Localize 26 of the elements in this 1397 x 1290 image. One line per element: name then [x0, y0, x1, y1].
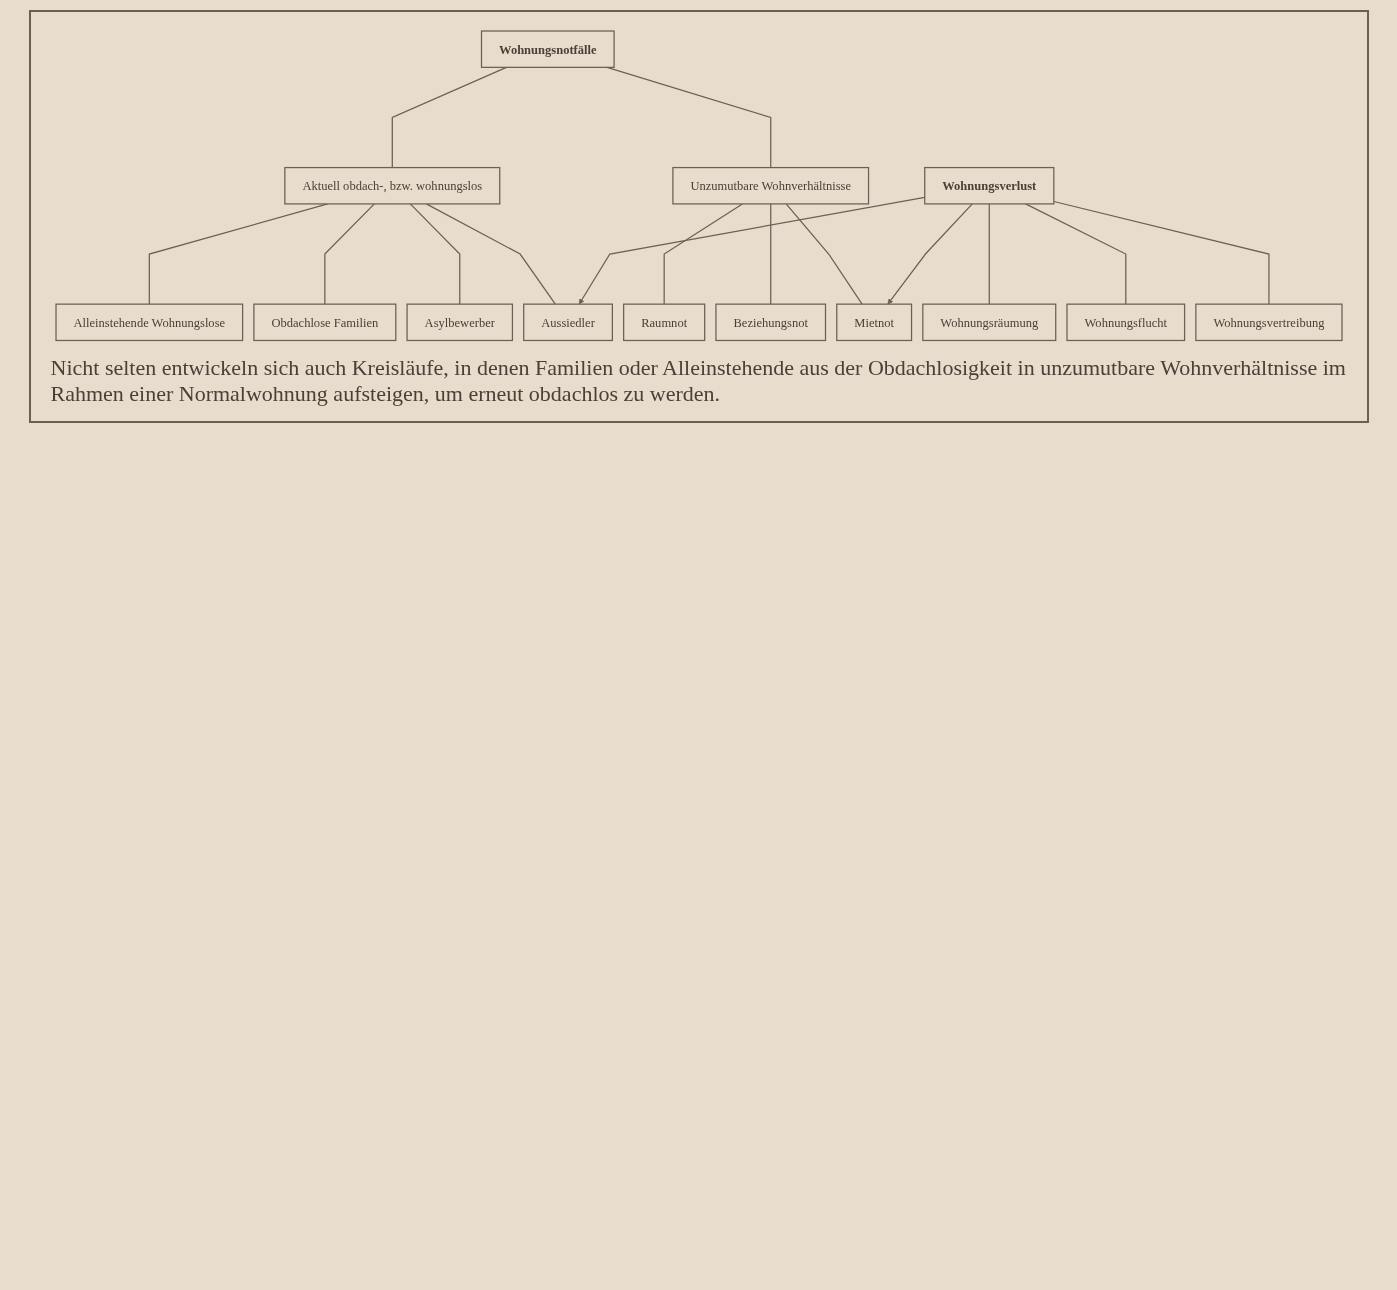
node-box: Wohnungsflucht — [1065, 303, 1185, 342]
connector — [323, 203, 375, 305]
node-box: Mietnot — [835, 303, 912, 342]
node-box: Aktuell obdach-, bzw. wohnungslos — [283, 166, 500, 205]
node-box: Wohnungsräumung — [921, 303, 1056, 342]
node-box: Unzumutbare Wohnverhältnisse — [671, 166, 869, 205]
node-box: Asylbewerber — [405, 303, 513, 342]
node-box: Aussiedler — [522, 303, 613, 342]
node-box: Obdachlose Familien — [252, 303, 396, 342]
node-box: Alleinstehende Wohnungslose — [54, 303, 243, 342]
connector — [425, 203, 556, 305]
connector — [988, 203, 990, 305]
arrow — [887, 203, 973, 305]
node-box: Wohnungsverlust — [923, 166, 1054, 205]
node-box: Wohnungsvertreibung — [1194, 303, 1343, 342]
connector — [769, 203, 771, 305]
node-box: Raumnot — [622, 303, 705, 342]
connector — [391, 66, 507, 169]
arrow — [578, 196, 925, 305]
node-box: Beziehungsnot — [714, 303, 826, 342]
node-box: Wohnungsnotfälle — [480, 30, 615, 68]
connector — [409, 203, 460, 305]
connector — [1024, 203, 1126, 305]
caption: Nicht selten entwickeln sich auch Kreisläufe, in denen Familien oder Alleinstehende aus der Obdachlosigkeit in unzumutbare Wohnverhältnisse im Rahmen einer Normalwohnung aufsteigen, um erneut obdachlos zu werden. — [50, 355, 1347, 408]
connector — [785, 203, 863, 305]
connector — [663, 203, 743, 305]
